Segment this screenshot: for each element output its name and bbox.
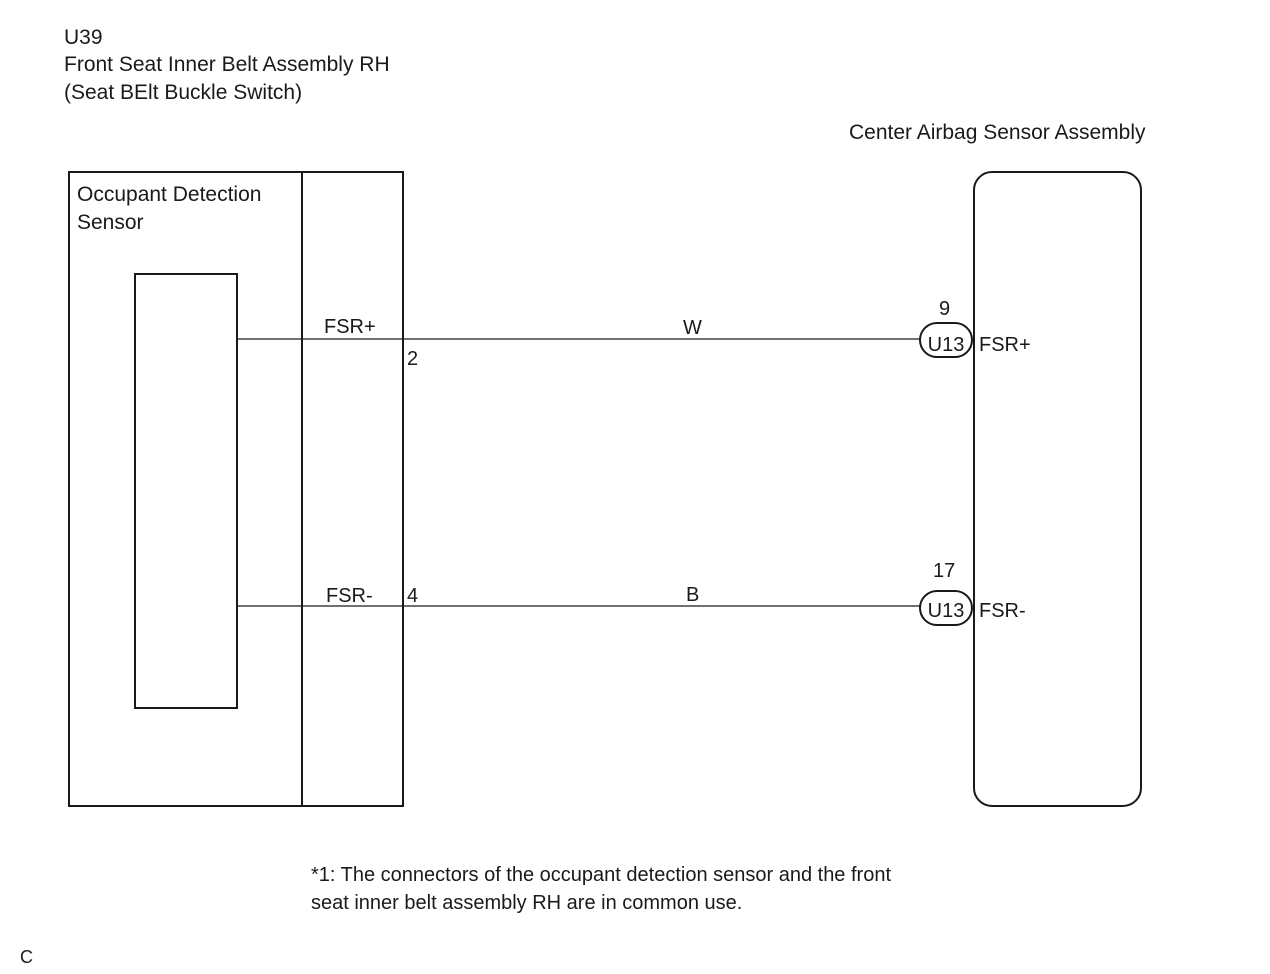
footnote-line2: seat inner belt assembly RH are in commo… — [311, 892, 742, 914]
occupant-detection-sensor-box — [68, 171, 303, 807]
connector-oval — [919, 590, 973, 626]
right-pin-number: 9 — [939, 298, 950, 320]
connector-code: U13 — [928, 600, 965, 622]
right-terminal-name: FSR+ — [979, 334, 1031, 356]
center-airbag-sensor-box — [973, 171, 1142, 807]
sensor-element-rect — [134, 273, 238, 709]
circuit-fsr-plus: FSR+ 2 W 9 U13 FSR+ — [237, 298, 1031, 370]
connector-code: U13 — [928, 334, 965, 356]
component-sub-label: (Seat BElt Buckle Switch) — [64, 81, 302, 104]
wire-color-label: B — [686, 584, 699, 606]
component-name-label: Front Seat Inner Belt Assembly RH — [64, 53, 390, 76]
wire-color-label: W — [683, 317, 702, 339]
belt-assembly-connector-box — [301, 171, 404, 807]
sensor-label-line2: Sensor — [77, 211, 144, 234]
right-pin-number: 17 — [933, 560, 955, 582]
right-component-title: Center Airbag Sensor Assembly — [849, 121, 1146, 144]
footnote-line1: *1: The connectors of the occupant detec… — [311, 864, 891, 886]
left-terminal-name: FSR+ — [324, 316, 376, 338]
sensor-label-line1: Occupant Detection — [77, 183, 261, 206]
left-pin-number: 4 — [407, 585, 418, 607]
left-pin-number: 2 — [407, 348, 418, 370]
right-terminal-name: FSR- — [979, 600, 1026, 622]
corner-mark: C — [20, 947, 33, 967]
circuit-fsr-minus: FSR- 4 B 17 U13 FSR- — [237, 560, 1026, 626]
connector-oval — [919, 322, 973, 358]
left-terminal-name: FSR- — [326, 585, 373, 607]
connector-code-label: U39 — [64, 26, 103, 49]
